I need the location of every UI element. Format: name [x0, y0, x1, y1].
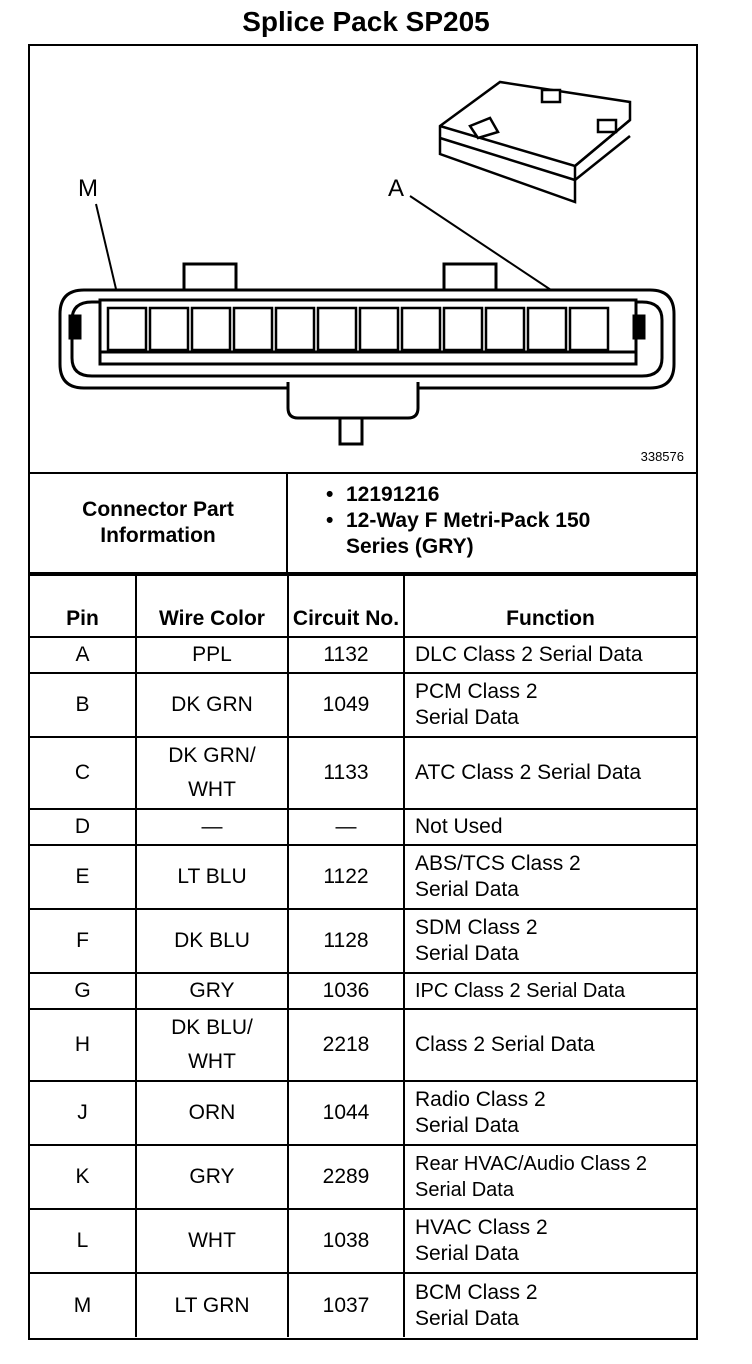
pin-a-label: A — [388, 175, 404, 202]
pin-cell: M — [30, 1272, 137, 1337]
pin-cell: L — [30, 1208, 137, 1274]
pin-cell: K — [30, 1144, 137, 1210]
connector-3d-sketch — [438, 80, 632, 204]
wire-color-cell: ORN — [135, 1080, 289, 1146]
pin-cell: D — [30, 808, 137, 846]
wire-color-cell: LT BLU — [135, 844, 289, 910]
pin-cell: G — [30, 972, 137, 1010]
connector-drawing: M A — [58, 80, 676, 446]
function-cell: IPC Class 2 Serial Data — [403, 972, 696, 1010]
connector-part-list: •12191216 •12-Way F Metri-Pack 150 Serie… — [326, 482, 606, 560]
circuit-cell: 1132 — [287, 636, 405, 674]
function-cell: SDM Class 2 Serial Data — [403, 908, 696, 974]
function-cell: ABS/TCS Class 2 Serial Data — [403, 844, 696, 910]
part-description-item: •12-Way F Metri-Pack 150 Series (GRY) — [326, 509, 591, 558]
connector-face — [58, 262, 676, 446]
connector-part-label: Connector Part Information — [30, 474, 288, 572]
function-cell: Class 2 Serial Data — [403, 1008, 696, 1082]
pin-cavities — [106, 306, 610, 352]
circuit-cell: 2289 — [287, 1144, 405, 1210]
col-header-pin: Pin — [30, 574, 137, 638]
function-cell: Not Used — [403, 808, 696, 846]
pin-m-label: M — [78, 175, 98, 202]
function-cell: ATC Class 2 Serial Data — [403, 736, 696, 810]
circuit-cell: 1133 — [287, 736, 405, 810]
pin-cell: H — [30, 1008, 137, 1082]
wire-color-cell: WHT — [135, 1208, 289, 1274]
pin-cell: C — [30, 736, 137, 810]
figure-number: 338576 — [640, 449, 684, 464]
pin-cell: J — [30, 1080, 137, 1146]
circuit-cell: 1122 — [287, 844, 405, 910]
circuit-cell: 1044 — [287, 1080, 405, 1146]
circuit-cell: 1049 — [287, 672, 405, 738]
circuit-cell: — — [287, 808, 405, 846]
wire-color-cell: DK BLU — [135, 908, 289, 974]
function-cell: PCM Class 2 Serial Data — [403, 672, 696, 738]
connector-part-info: Connector Part Information •12191216 •12… — [30, 474, 696, 574]
wire-color-cell: DK GRN/ WHT — [135, 736, 289, 810]
wire-color-cell: — — [135, 808, 289, 846]
connector-sheet: M A — [28, 44, 698, 1340]
circuit-cell: 1038 — [287, 1208, 405, 1274]
pin-cell: A — [30, 636, 137, 674]
table-row: D——Not Used — [30, 808, 696, 846]
circuit-cell: 2218 — [287, 1008, 405, 1082]
function-cell: BCM Class 2 Serial Data — [403, 1272, 696, 1337]
wire-color-cell: PPL — [135, 636, 289, 674]
circuit-cell: 1036 — [287, 972, 405, 1010]
circuit-cell: 1128 — [287, 908, 405, 974]
function-cell: DLC Class 2 Serial Data — [403, 636, 696, 674]
pin-cell: B — [30, 672, 137, 738]
wire-color-cell: GRY — [135, 1144, 289, 1210]
pin-cell: F — [30, 908, 137, 974]
col-header-circuit: Circuit No. — [287, 574, 405, 638]
function-cell: Radio Class 2 Serial Data — [403, 1080, 696, 1146]
wire-color-cell: LT GRN — [135, 1272, 289, 1337]
circuit-cell: 1037 — [287, 1272, 405, 1337]
part-number-item: •12191216 — [326, 483, 440, 506]
wire-color-cell: GRY — [135, 972, 289, 1010]
page-title: Splice Pack SP205 — [242, 6, 490, 37]
function-cell: HVAC Class 2 Serial Data — [403, 1208, 696, 1274]
col-header-function: Function — [403, 574, 696, 638]
connector-diagram: M A — [30, 46, 696, 474]
pin-cell: E — [30, 844, 137, 910]
wire-color-cell: DK BLU/ WHT — [135, 1008, 289, 1082]
function-cell: Rear HVAC/Audio Class 2 Serial Data — [403, 1144, 696, 1210]
col-header-wire-color: Wire Color — [135, 574, 289, 638]
wire-color-cell: DK GRN — [135, 672, 289, 738]
